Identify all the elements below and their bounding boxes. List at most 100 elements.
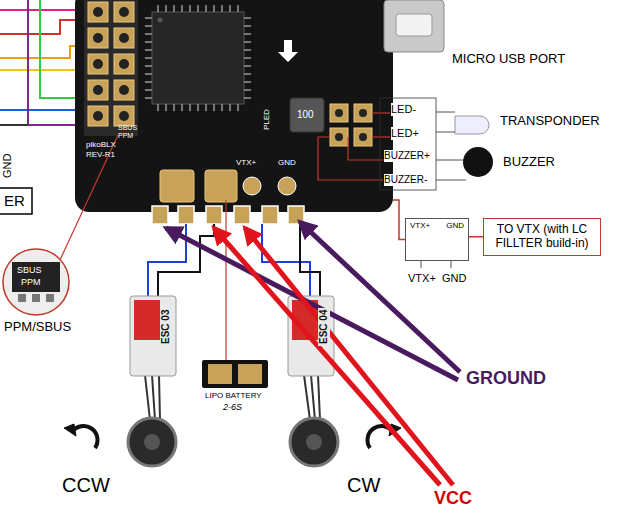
esc-label: ESC 04 bbox=[318, 308, 330, 346]
pad-name: VTX+ bbox=[408, 272, 436, 285]
drawing-rect bbox=[88, 28, 108, 48]
drawing-path bbox=[145, 18, 152, 98]
drawing-circle bbox=[3, 249, 69, 315]
drawing-rect bbox=[206, 206, 222, 224]
drawing-rect bbox=[32, 294, 40, 302]
drawing-rect bbox=[330, 104, 348, 122]
usb-port bbox=[384, 0, 444, 52]
drawing-rect bbox=[178, 206, 194, 224]
drawing-path bbox=[245, 228, 453, 485]
drawing-rect bbox=[114, 28, 134, 48]
pad-name: GND bbox=[442, 272, 466, 285]
drawing-rect bbox=[330, 128, 348, 146]
part-label: TRANSPONDER bbox=[500, 114, 600, 129]
drawing-path bbox=[348, 137, 383, 160]
connector bbox=[393, 200, 405, 240]
drawing-rect bbox=[114, 106, 134, 126]
drawing-path bbox=[372, 112, 390, 113]
drawing-rect bbox=[12, 262, 60, 292]
drawing-path bbox=[158, 104, 238, 111]
receiver-box bbox=[0, 188, 32, 214]
silkscreen-text: SBUS bbox=[118, 124, 137, 132]
drawing-path bbox=[455, 116, 489, 134]
pin-name: BUZZER+ bbox=[384, 150, 430, 162]
node-text: VTX+ bbox=[410, 221, 430, 230]
arrow-symbol bbox=[278, 40, 298, 62]
node-text: GND bbox=[446, 221, 464, 230]
connector bbox=[469, 236, 483, 238]
pad-name: GND bbox=[278, 158, 296, 167]
drawing-path bbox=[436, 112, 455, 132]
ppm-sbus-callout bbox=[3, 135, 118, 315]
drawing-circle bbox=[463, 147, 493, 177]
drawing-g bbox=[88, 2, 134, 126]
drawing-rect bbox=[88, 80, 108, 100]
drawing-circle bbox=[335, 109, 343, 117]
drawing-rect bbox=[114, 2, 134, 22]
drawing-rect bbox=[84, 0, 138, 136]
drawing-rect bbox=[384, 0, 444, 52]
drawing-rect bbox=[354, 104, 372, 122]
drawing-rect bbox=[18, 294, 26, 302]
led-symbol bbox=[436, 112, 489, 134]
drawing-circle bbox=[93, 7, 103, 17]
drawing-path bbox=[72, 426, 98, 448]
silkscreen-text: 100 bbox=[297, 109, 314, 121]
drawing-path bbox=[214, 228, 440, 485]
power-pads bbox=[152, 170, 304, 224]
rotation-label: CCW bbox=[62, 474, 110, 497]
pin-name: LED+ bbox=[391, 127, 419, 140]
drawing-path bbox=[244, 18, 251, 98]
drawing-circle bbox=[119, 59, 129, 69]
drawing-g bbox=[335, 109, 367, 141]
buzzer-symbol bbox=[436, 147, 493, 180]
pin-name: BUZZER- bbox=[384, 174, 427, 186]
drawing-circle bbox=[359, 109, 367, 117]
silkscreen-text: PLED bbox=[262, 107, 271, 132]
drawing-path bbox=[436, 160, 466, 180]
drawing-g bbox=[152, 206, 304, 224]
drawing-circle bbox=[119, 7, 129, 17]
drawing-circle bbox=[359, 133, 367, 141]
drawing-path bbox=[0, 124, 28, 126]
vcc-arrows bbox=[214, 228, 453, 485]
drawing-rect bbox=[46, 294, 54, 302]
drawing-rect bbox=[114, 80, 134, 100]
callout-label: GROUND bbox=[466, 368, 546, 389]
vtx-pad-box: VTX+ GND bbox=[405, 218, 469, 261]
drawing-rect bbox=[130, 296, 176, 376]
silkscreen-text: PPM bbox=[118, 132, 133, 140]
drawing-rect bbox=[152, 12, 244, 104]
part-label: ER bbox=[4, 192, 25, 209]
node-text: TO VTX (with LC FILLTER build-in) bbox=[488, 223, 596, 251]
inductor bbox=[290, 98, 324, 132]
vtx-note-box: TO VTX (with LC FILLTER build-in) bbox=[483, 218, 601, 256]
drawing-rect bbox=[234, 206, 250, 224]
drawing-circle bbox=[93, 33, 103, 43]
pin-name: GND bbox=[1, 152, 14, 180]
drawing-path bbox=[158, 224, 214, 296]
drawing-circle bbox=[128, 418, 176, 466]
node-text: pikoBLX bbox=[86, 140, 116, 149]
drawing-rect bbox=[88, 106, 108, 126]
esc-label: ESC 03 bbox=[160, 308, 172, 346]
drawing-circle bbox=[144, 434, 160, 450]
drawing-rect bbox=[208, 364, 232, 384]
pin-header bbox=[84, 0, 138, 136]
drawing-circle bbox=[119, 85, 129, 95]
part-label: MICRO USB PORT bbox=[452, 52, 565, 67]
flight-controller: pikoBLXREV-R1 bbox=[75, 0, 393, 212]
drawing-rect bbox=[238, 364, 262, 384]
drawing-circle bbox=[93, 59, 103, 69]
drawing-rect bbox=[262, 206, 278, 224]
drawing-circle bbox=[93, 111, 103, 121]
node-text: REV-R1 bbox=[86, 150, 115, 159]
drawing-path bbox=[304, 375, 320, 420]
drawing-rect bbox=[396, 14, 432, 36]
drawing-path bbox=[60, 135, 118, 260]
rotation-arrows bbox=[64, 424, 401, 448]
drawing-circle bbox=[290, 418, 338, 466]
pin-name: PPM bbox=[21, 277, 41, 287]
drawing-path bbox=[318, 137, 383, 180]
